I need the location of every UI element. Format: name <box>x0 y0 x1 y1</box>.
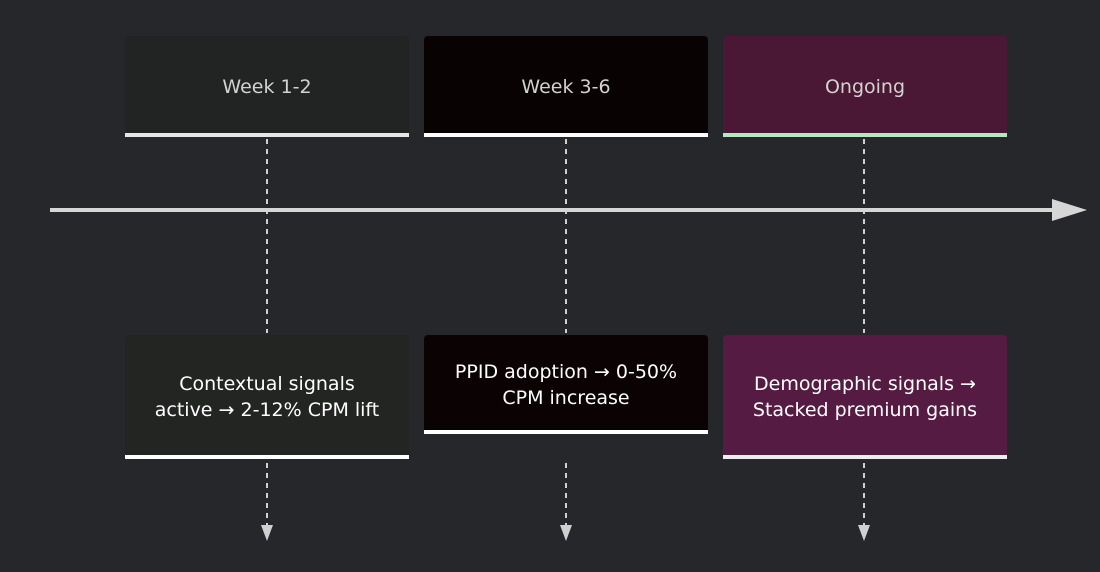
event-text-3: Demographic signals → Stacked premium ga… <box>752 373 978 421</box>
event-box-2-bar <box>424 430 708 434</box>
event-box-1: Contextual signals active → 2-12% CPM li… <box>125 335 409 459</box>
period-header-1: Week 1-2 <box>125 36 409 137</box>
period-label-2: Week 3-6 <box>521 75 611 98</box>
period-label-3: Ongoing <box>824 75 906 98</box>
event-box-3: Demographic signals → Stacked premium ga… <box>723 335 1007 459</box>
event-box-3-bar <box>723 455 1007 459</box>
period-header-2-bar <box>424 133 708 137</box>
event-text-1: Contextual signals active → 2-12% CPM li… <box>154 373 380 421</box>
arrowhead-down-1 <box>261 525 273 541</box>
event-text-2: PPID adoption → 0-50% CPM increase <box>454 360 678 409</box>
arrowhead-down-2 <box>560 525 572 541</box>
period-header-3-bar <box>723 133 1007 137</box>
event-box-1-bar <box>125 455 409 459</box>
arrowhead-down-3 <box>858 525 870 541</box>
period-label-1: Week 1-2 <box>222 75 312 98</box>
time-axis-arrowhead <box>1052 199 1087 221</box>
period-header-2: Week 3-6 <box>424 36 708 137</box>
period-header-3: Ongoing <box>723 36 1007 137</box>
event-box-2: PPID adoption → 0-50% CPM increase <box>424 335 708 434</box>
period-header-1-bar <box>125 133 409 137</box>
